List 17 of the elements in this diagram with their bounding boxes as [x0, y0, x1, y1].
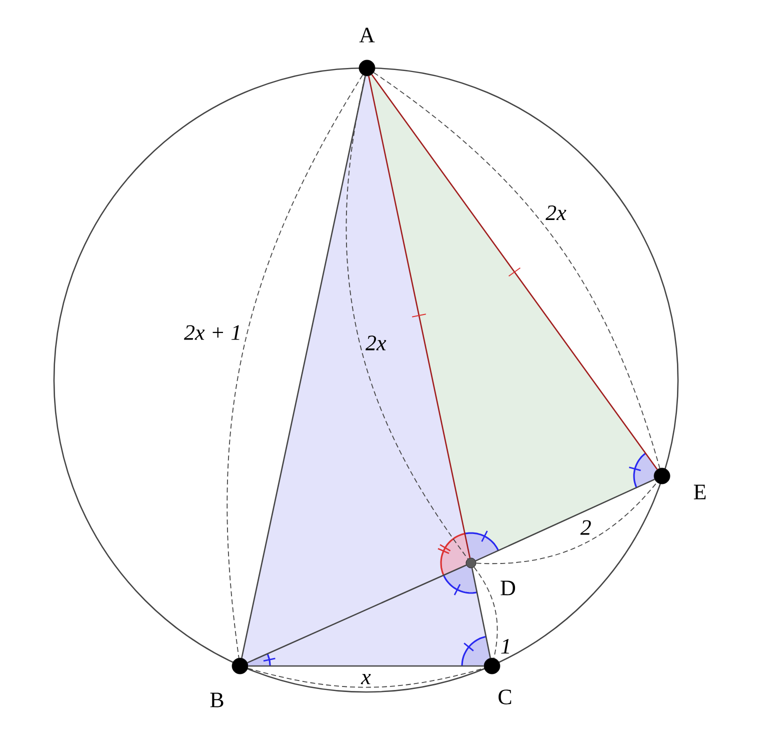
point-label: E — [694, 484, 706, 500]
edge-label: 1 — [501, 639, 509, 654]
point-label: C — [498, 690, 512, 704]
segment — [248, 665, 484, 667]
edge-label: x — [360, 674, 371, 684]
segment — [368, 76, 471, 558]
edge-label: 2 — [580, 520, 591, 535]
segment — [247, 564, 467, 664]
edge-label: 2x — [366, 336, 386, 350]
edge-label: 2x + 1 — [184, 325, 240, 340]
point-label: B — [210, 692, 224, 708]
segment — [471, 568, 491, 658]
dashed-arc — [474, 566, 498, 658]
dashed-arc — [346, 76, 468, 560]
edge-label: 2x — [546, 205, 566, 220]
point-label: D — [500, 580, 516, 596]
point-label: A — [359, 28, 375, 42]
